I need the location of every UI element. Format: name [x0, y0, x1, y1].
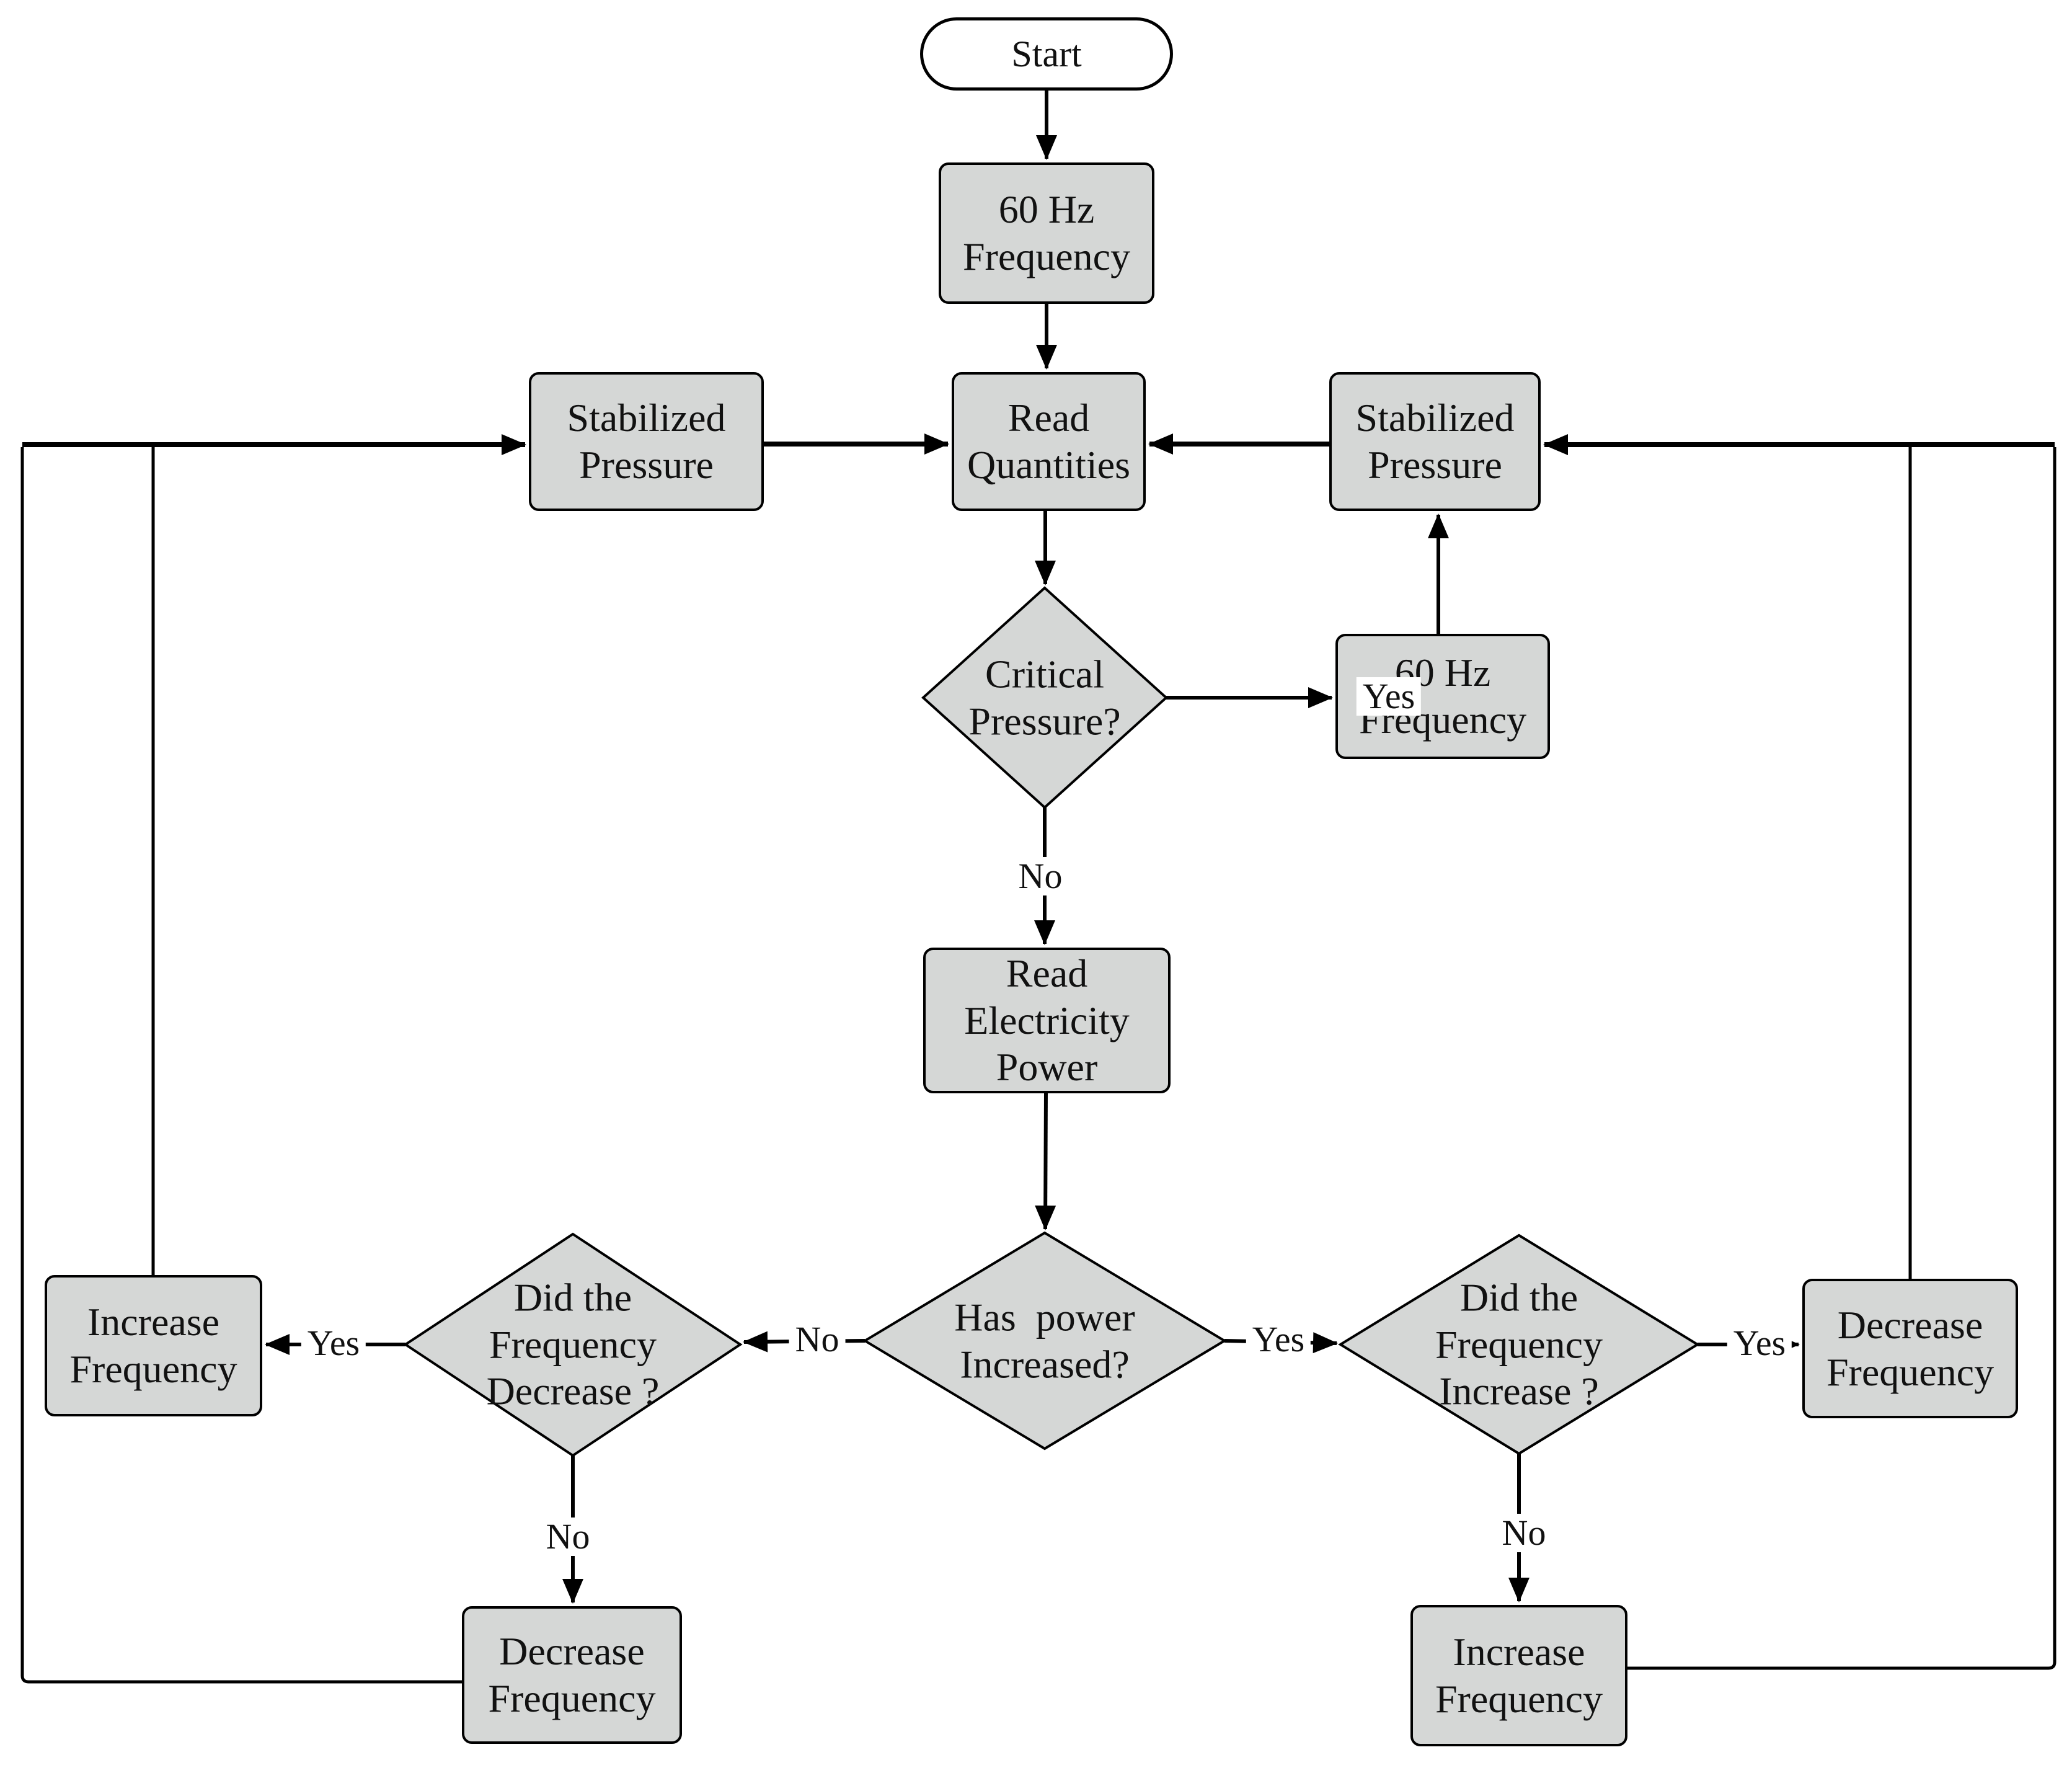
60hz-frequency-right-node: 60 Hz Frequency — [1335, 634, 1550, 759]
read-electricity-power-node: Read Electricity Power — [923, 948, 1171, 1093]
did-frequency-increase-diamond — [1338, 1233, 1700, 1455]
increase-frequency-left-node: Increase Frequency — [45, 1275, 262, 1416]
has-power-increased-label: Has power Increased? — [954, 1295, 1135, 1386]
read-electricity-power-label: Read Electricity Power — [964, 951, 1130, 1090]
edge-label-critical-yes: Yes — [1356, 677, 1422, 716]
did-frequency-decrease-diamond — [403, 1232, 743, 1457]
stabilized-pressure-left-node: Stabilized Pressure — [529, 372, 764, 511]
edge-label-power-no: No — [789, 1320, 846, 1359]
edge-label-decrease-yes: Yes — [301, 1324, 366, 1362]
edge-label-increase-yes: Yes — [1727, 1324, 1792, 1362]
stabilized-pressure-right-label: Stabilized Pressure — [1355, 396, 1515, 487]
read-quantities-label: Read Quantities — [967, 396, 1131, 487]
edge-label-critical-no: No — [1012, 857, 1069, 895]
60hz-frequency-top-label: 60 Hz Frequency — [962, 187, 1131, 278]
increase-frequency-bottom-right-node: Increase Frequency — [1410, 1605, 1627, 1746]
did-frequency-decrease-label: Did the Frequency Decrease ? — [486, 1275, 660, 1413]
critical-pressure-label: Critical Pressure? — [968, 652, 1121, 743]
edge-label-decrease-no: No — [539, 1517, 596, 1556]
decrease-frequency-right-label: Decrease Frequency — [1826, 1302, 1995, 1394]
decrease-frequency-bottom-left-label: Decrease Frequency — [488, 1629, 656, 1720]
start-node: Start — [920, 17, 1173, 91]
decrease-frequency-bottom-left-node: Decrease Frequency — [462, 1606, 682, 1744]
edge-read-power-to-has-power — [1035, 1093, 1056, 1230]
critical-pressure-diamond — [921, 586, 1168, 809]
edge-label-power-yes: Yes — [1246, 1320, 1311, 1359]
has-power-increased-diamond — [862, 1231, 1227, 1451]
increase-frequency-bottom-right-label: Increase Frequency — [1435, 1630, 1603, 1721]
stabilized-pressure-left-label: Stabilized Pressure — [567, 396, 726, 487]
start-node-label: Start — [1011, 33, 1082, 74]
read-quantities-node: Read Quantities — [952, 372, 1146, 511]
increase-frequency-left-label: Increase Frequency — [69, 1300, 237, 1391]
loop-increase-bottom-right-return — [1627, 447, 2057, 1670]
edge-label-increase-no: No — [1495, 1514, 1552, 1552]
did-frequency-increase-label: Did the Frequency Increase ? — [1435, 1275, 1603, 1413]
decrease-frequency-right-node: Decrease Frequency — [1802, 1279, 2018, 1418]
60hz-frequency-right-label: 60 Hz Frequency — [1358, 651, 1527, 742]
60hz-frequency-top-node: 60 Hz Frequency — [939, 162, 1154, 304]
loop-decrease-bottom-left-return — [20, 447, 462, 1684]
stabilized-pressure-right-node: Stabilized Pressure — [1329, 372, 1541, 511]
